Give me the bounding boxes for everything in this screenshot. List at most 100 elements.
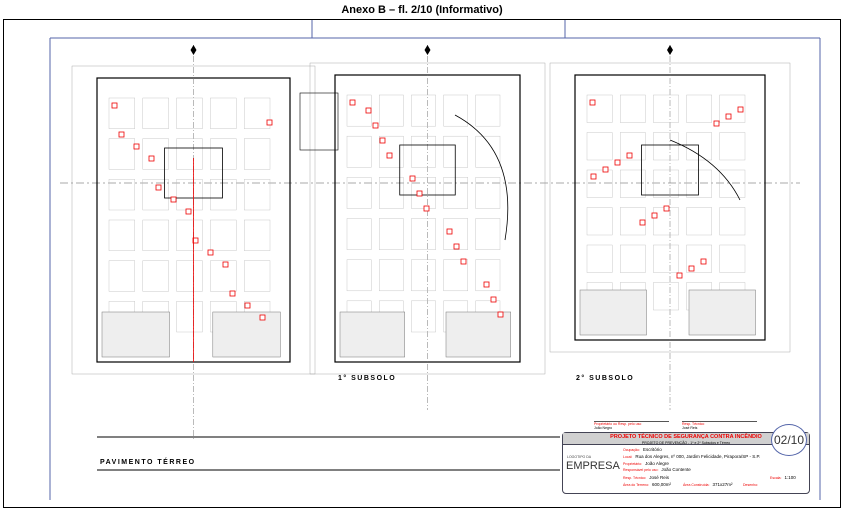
extinguisher-icon (207, 249, 214, 256)
room-outline (653, 244, 679, 273)
room-outline (443, 94, 469, 127)
north-marker-icon (190, 45, 197, 55)
room-outline (719, 207, 746, 236)
hatched-area (445, 311, 511, 358)
room-outline (210, 219, 237, 251)
logo-caption: LOGOTIPO DA (567, 455, 592, 459)
room-outline (243, 219, 271, 251)
signature-owner-label: Proprietário ou Resp. pelo uso (594, 421, 669, 426)
title-block-header: PROJETO TÉCNICO DE SEGURANÇA CONTRA INCÊ… (563, 433, 809, 445)
extinguisher-icon (589, 99, 596, 106)
extinguisher-icon (192, 237, 199, 244)
extinguisher-icon (222, 261, 229, 268)
company-logo: EMPRESA (566, 460, 620, 472)
project-title: PROJETO TÉCNICO DE SEGURANÇA CONTRA INCÊ… (610, 434, 762, 440)
room-outline (243, 179, 271, 211)
extinguisher-icon (155, 184, 162, 191)
dimension-frame (71, 65, 316, 375)
room-outline (686, 132, 712, 161)
room-outline (142, 219, 169, 251)
room-outline (210, 138, 237, 170)
room-outline (243, 138, 271, 170)
page-title: Anexo B – fl. 2/10 (Informativo) (341, 4, 503, 16)
room-outline (176, 138, 203, 170)
room-outline (620, 132, 646, 161)
room-outline (586, 94, 613, 123)
extinguisher-icon (229, 290, 236, 297)
field-responsavel: Responsável pelo uso:João Contente (623, 467, 691, 472)
drawing-sheet (3, 19, 841, 508)
room-outline (176, 97, 203, 129)
extinguisher-icon (590, 173, 597, 180)
hatched-area (688, 289, 756, 336)
extinguisher-icon (170, 196, 177, 203)
extinguisher-icon (663, 205, 670, 212)
room-outline (108, 260, 135, 292)
signature-tech-value: José Reis (682, 426, 698, 430)
extinguisher-icon (372, 122, 379, 129)
north-marker-icon (424, 45, 431, 55)
room-outline (653, 282, 679, 311)
extinguisher-icon (713, 120, 720, 127)
field-ocupacao: Ocupação:Escritório (623, 447, 662, 452)
extinguisher-icon (483, 281, 490, 288)
plan-label-subsolo2: 2° SUBSOLO (576, 375, 635, 382)
room-outline (142, 138, 169, 170)
room-outline (586, 244, 613, 273)
room-outline (719, 244, 746, 273)
extinguisher-icon (386, 152, 393, 159)
field-area-construida: Área Construída:371x27m² (683, 482, 733, 487)
room-outline (586, 169, 613, 198)
room-outline (108, 179, 135, 211)
room-outline (108, 97, 135, 129)
extinguisher-icon (118, 131, 125, 138)
room-outline (379, 94, 404, 127)
room-outline (620, 207, 646, 236)
extinguisher-icon (244, 302, 251, 309)
plan-label-terreo: PAVIMENTO TÉRREO (100, 459, 196, 466)
extinguisher-icon (133, 143, 140, 150)
room-outline (210, 179, 237, 211)
extinguisher-icon (416, 190, 423, 197)
core-stairs (399, 144, 456, 196)
room-outline (346, 259, 372, 292)
room-outline (586, 207, 613, 236)
room-outline (346, 177, 372, 209)
room-outline (411, 218, 436, 250)
extinguisher-icon (266, 119, 273, 126)
room-outline (475, 259, 501, 292)
extinguisher-icon (602, 166, 609, 173)
field-resp-tecnico: Resp. Técnico:José Reis (623, 475, 670, 480)
room-outline (586, 132, 613, 161)
room-outline (411, 177, 436, 209)
dimension-frame (549, 62, 791, 353)
room-outline (210, 97, 237, 129)
field-area-terreno: Área do Terreno:600,00m² (623, 482, 672, 487)
room-outline (475, 218, 501, 250)
room-outline (243, 260, 271, 292)
signature-tech-label: Resp. Técnico (682, 421, 757, 426)
extinguisher-icon (148, 155, 155, 162)
room-outline (176, 301, 203, 333)
room-outline (346, 218, 372, 250)
room-outline (686, 94, 712, 123)
plans-group (71, 45, 791, 471)
room-outline (719, 132, 746, 161)
room-outline (379, 177, 404, 209)
ramp-curve (454, 114, 509, 241)
room-outline (379, 135, 404, 168)
room-outline (719, 94, 746, 123)
extinguisher-icon (446, 228, 453, 235)
room-outline (176, 260, 203, 292)
extinguisher-icon (185, 208, 192, 215)
room-outline (108, 219, 135, 251)
room-outline (243, 97, 271, 129)
room-outline (411, 300, 436, 333)
extinguisher-icon (460, 258, 467, 265)
room-outline (346, 135, 372, 168)
extinguisher-icon (626, 152, 633, 159)
extinguisher-icon (725, 113, 732, 120)
extinguisher-icon (676, 272, 683, 279)
room-outline (443, 135, 469, 168)
